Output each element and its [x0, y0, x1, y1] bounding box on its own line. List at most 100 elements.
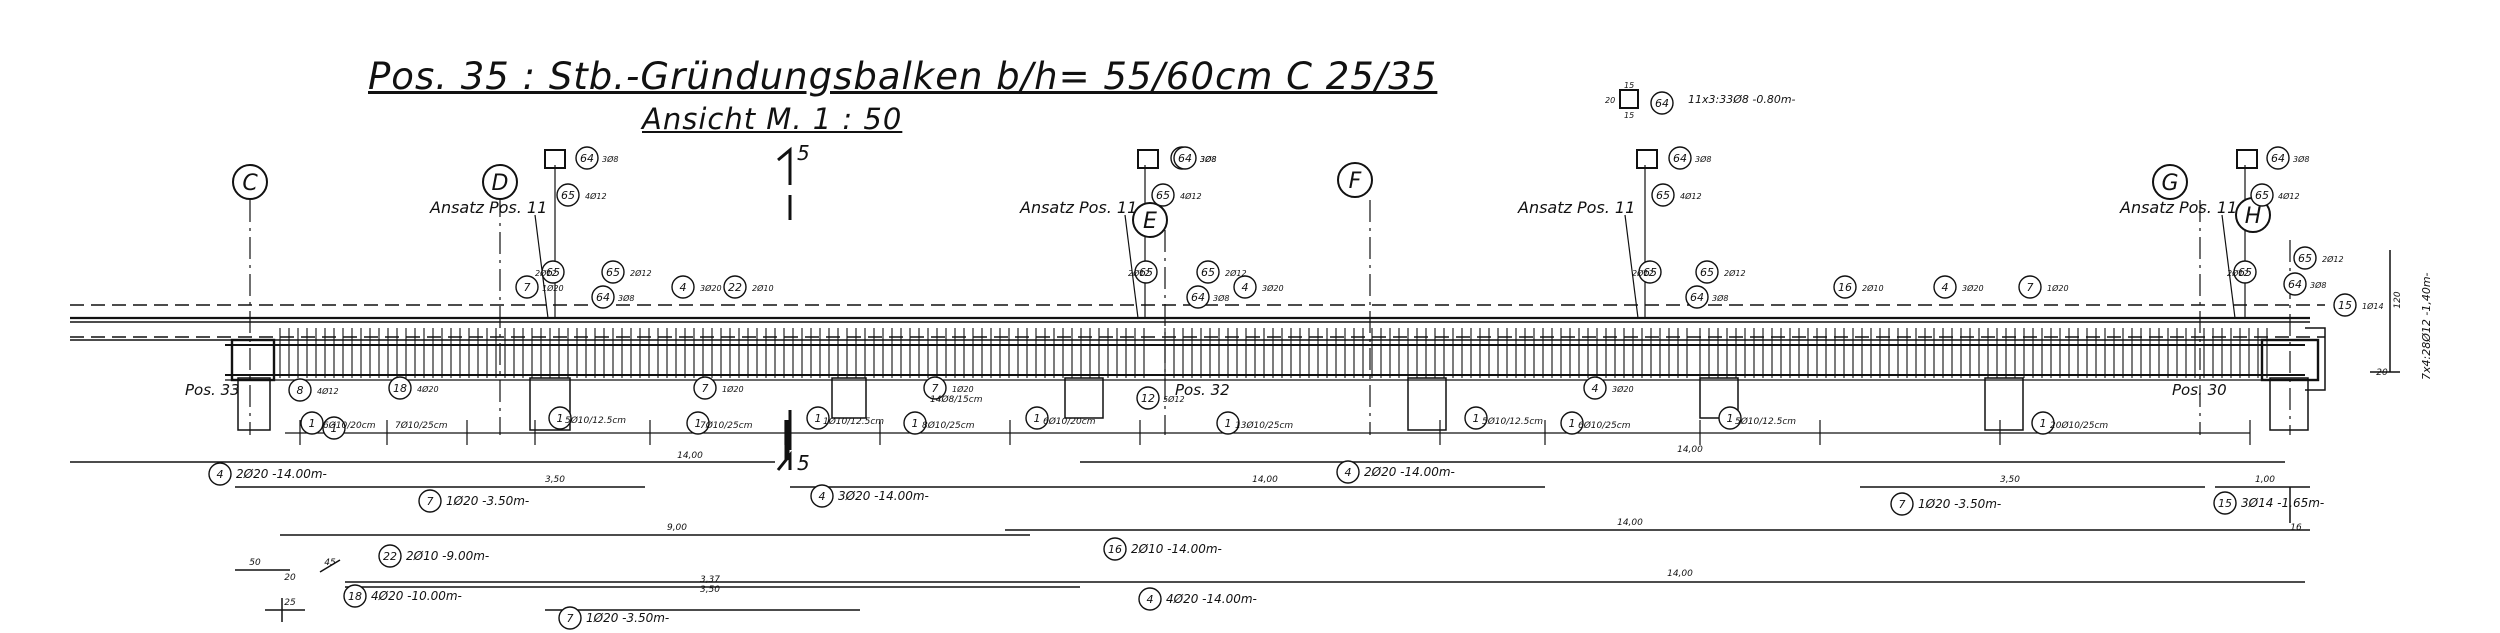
position-mark-bars: 5Ø12	[1163, 394, 1185, 404]
position-mark-number: 7	[702, 382, 709, 395]
stirrup-label-5: 1Ø10/12.5cm	[823, 416, 884, 427]
pos-label-32: Pos. 32	[1175, 381, 1230, 399]
bar-list-mark-number: 15	[2218, 497, 2232, 510]
dim-350-c: 3,50	[700, 585, 720, 595]
position-mark-circle	[2031, 411, 2055, 435]
bar-list-mark	[418, 489, 442, 513]
side-120: 120	[2393, 291, 2403, 308]
position-mark-number: 64	[2288, 278, 2302, 291]
position-mark-bars: 3Ø8	[618, 293, 634, 303]
stirrup-label-22: 14Ø8/15cm	[930, 394, 983, 405]
dim-20-side: 20	[2376, 368, 2388, 378]
position-mark-circle	[1718, 406, 1742, 430]
position-mark-bars: 2Ø12	[2322, 254, 2344, 264]
position-mark-circle	[1134, 260, 1158, 284]
position-mark-number: 65	[561, 189, 575, 202]
position-mark-circle	[1685, 285, 1709, 309]
position-mark-number: 1	[695, 417, 702, 430]
position-mark-number: 65	[546, 266, 560, 279]
detail-dim-top: 15	[1624, 81, 1634, 90]
position-mark-bars: 2Ø12	[1128, 268, 1150, 278]
position-mark-circle	[541, 260, 565, 284]
position-mark-circle	[923, 376, 947, 400]
axis-label-h: H	[2245, 204, 2262, 229]
position-mark-number: 22	[728, 281, 742, 294]
drawing-title: Pos. 35 : Stb.-Gründungsbalken b/h= 55/6…	[368, 55, 1438, 98]
position-mark-circle	[1025, 406, 1049, 430]
end-hook-right	[2305, 327, 2326, 391]
axis-circle-c	[232, 164, 268, 200]
position-mark-number: 65	[1156, 189, 1170, 202]
position-mark-bars: 3Ø8	[1213, 293, 1229, 303]
position-mark-number: 1	[2040, 417, 2047, 430]
bar-list-mark-number: 7	[1899, 498, 1906, 511]
position-mark-number: 7	[524, 281, 531, 294]
ansatz-label-d: Ansatz Pos. 11	[429, 198, 547, 217]
dim-337: 3,37	[700, 575, 720, 585]
detail-dim-bottom: 15	[1624, 111, 1634, 120]
position-mark-number: 65	[2298, 252, 2312, 265]
ansatz-label-g: Ansatz Pos. 11	[2119, 198, 2237, 217]
position-mark-circle	[1583, 376, 1607, 400]
position-mark-number: 65	[2255, 189, 2269, 202]
position-mark-circle	[806, 406, 830, 430]
position-mark-circle	[300, 411, 324, 435]
position-mark-bars: 2Ø12	[535, 268, 557, 278]
bar-list-text: 1Ø20 -3.50m-	[1918, 497, 2001, 511]
position-mark-circle	[1173, 146, 1197, 170]
position-mark-bars: 3Ø8	[1200, 154, 1216, 164]
position-mark-circle	[388, 376, 412, 400]
position-mark-circle	[2293, 246, 2317, 270]
position-mark-number: 1	[912, 417, 919, 430]
detail-dim-left: 20	[1605, 96, 1615, 105]
dim-16: 16	[2290, 523, 2302, 533]
stirrup-label-12: 20Ø10/25cm	[2050, 420, 2108, 431]
position-mark-bars: 1Ø20	[952, 384, 974, 394]
bar-list-mark-number: 4	[1345, 466, 1352, 479]
bar-list-mark	[1336, 460, 1360, 484]
dim-900: 9,00	[667, 523, 687, 533]
position-mark-circle	[2233, 260, 2257, 284]
bar-list-mark	[2213, 491, 2237, 515]
stirrup-label-2: 7Ø10/25cm	[395, 420, 448, 431]
position-mark-number: 18	[393, 382, 407, 395]
position-mark-number: 64	[1191, 291, 1205, 304]
position-mark-circle	[903, 411, 927, 435]
position-mark-bars: 3Ø8	[602, 154, 618, 164]
position-mark-number: 1	[1727, 412, 1734, 425]
position-mark-circle	[556, 183, 580, 207]
position-mark-circle	[1833, 275, 1857, 299]
dim-350-b: 3,50	[2000, 475, 2020, 485]
axis-circle-g	[2152, 164, 2188, 200]
bar-list-mark	[558, 606, 582, 630]
position-mark-circle	[2250, 183, 2274, 207]
axis-label-g: G	[2161, 171, 2178, 196]
stirrup-note: 11x3:33Ø8 -0.80m-	[1688, 93, 1796, 106]
bar-list-mark-number: 7	[427, 495, 434, 508]
position-mark-circle	[2266, 146, 2290, 170]
position-mark-number: 1	[1034, 412, 1041, 425]
position-mark-bars: 4Ø20	[417, 384, 439, 394]
axis-label-e: E	[1143, 209, 1157, 234]
position-mark-number: 64	[1673, 152, 1687, 165]
position-mark-circle	[515, 275, 539, 299]
position-mark-circle	[322, 416, 346, 440]
position-mark-bars: 4Ø12	[1680, 191, 1702, 201]
position-mark-number: 4	[1942, 281, 1949, 294]
position-mark-number: 1	[309, 417, 316, 430]
position-mark-number: 1	[557, 412, 564, 425]
position-mark-bars: 1Ø20	[722, 384, 744, 394]
position-mark-number: 4	[680, 281, 687, 294]
position-mark-circle	[2333, 293, 2357, 317]
dim-14-a: 14,00	[677, 451, 703, 461]
position-mark-bars: 2Ø12	[1724, 268, 1746, 278]
stirrup-label-3: 5Ø10/12.5cm	[565, 415, 626, 426]
bar-list-mark-number: 4	[1147, 593, 1154, 606]
position-mark-bars: 2Ø12	[630, 268, 652, 278]
position-mark-number: 1	[815, 412, 822, 425]
position-mark-circle	[1695, 260, 1719, 284]
position-mark-bars: 3Ø8	[2293, 154, 2309, 164]
position-mark-number: 7	[932, 382, 939, 395]
position-mark-bars: 3Ø20	[1262, 283, 1284, 293]
position-mark-circle	[1136, 386, 1160, 410]
